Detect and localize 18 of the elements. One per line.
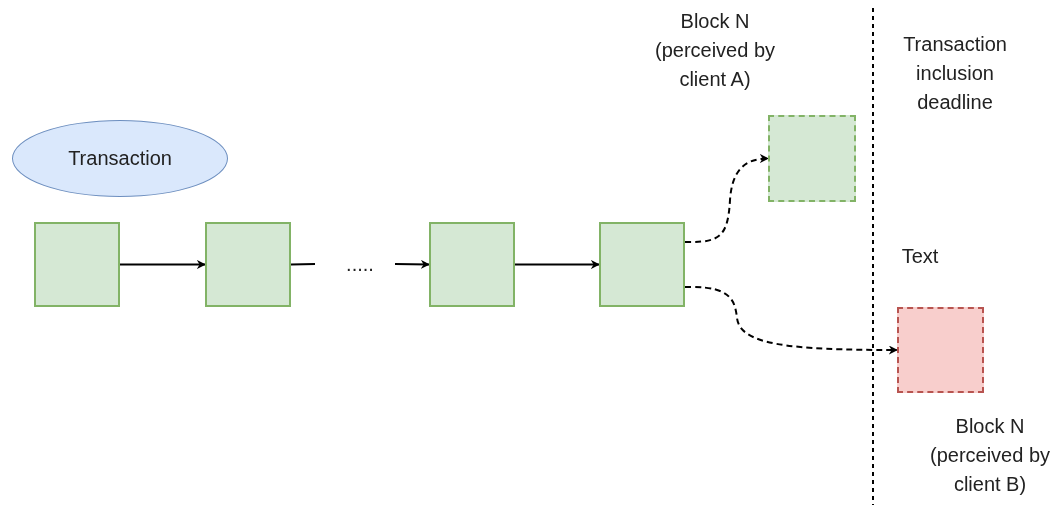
block-caption: Block N (perceived by client A): [653, 9, 777, 92]
node-label: Transaction: [68, 147, 172, 170]
deadline-label: Transaction inclusion deadline: [902, 32, 1008, 115]
block-caption: Block N (perceived by client B): [928, 414, 1052, 497]
arrow: [119, 260, 206, 269]
text-label: Text: [900, 244, 940, 269]
dashed-block: [897, 307, 984, 393]
dashed-arrow: [684, 154, 769, 243]
block-box: [429, 222, 515, 307]
arrow: [514, 260, 600, 269]
dashed-arrow: [684, 286, 898, 355]
block-box: [205, 222, 291, 307]
ellipsis-label: .....: [345, 252, 375, 277]
connector-line: [290, 263, 316, 266]
dashed-block: [768, 115, 856, 202]
block-box: [34, 222, 120, 307]
block-box: [599, 222, 685, 307]
arrow: [394, 259, 430, 269]
